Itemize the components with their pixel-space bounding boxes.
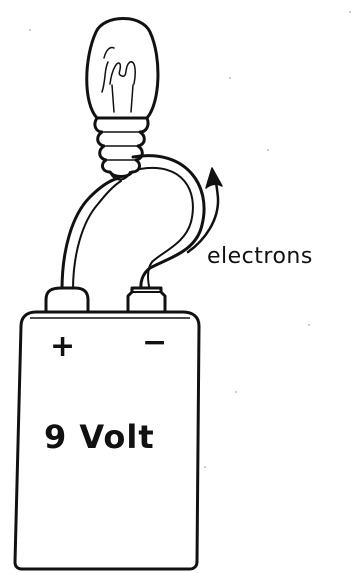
bulb-screw-threads — [103, 131, 141, 161]
arrow-up-icon — [186, 167, 223, 254]
battery-voltage-label: 9 Volt — [44, 418, 155, 456]
negative-terminal — [126, 286, 167, 312]
positive-wire — [60, 176, 121, 292]
flow-arrow-head — [205, 167, 223, 189]
negative-wire — [131, 154, 206, 294]
scan-specks — [29, 11, 351, 468]
wires — [60, 154, 206, 294]
positive-terminal — [44, 286, 90, 312]
light-bulb-icon — [85, 17, 160, 181]
battery-body — [13, 310, 201, 571]
electrons-label: electrons — [207, 244, 313, 269]
battery-icon — [13, 310, 201, 571]
positive-wire-inner — [72, 180, 122, 291]
bulb-screw-base — [93, 116, 150, 178]
bulb-filament — [101, 46, 136, 113]
bulb-glass — [85, 17, 160, 120]
battery-terminals — [44, 286, 167, 312]
negative-wire-inner — [139, 166, 194, 293]
negative-terminal-label: − — [142, 325, 168, 360]
positive-terminal-label: + — [50, 329, 76, 364]
bulb-base-contact — [109, 171, 131, 181]
